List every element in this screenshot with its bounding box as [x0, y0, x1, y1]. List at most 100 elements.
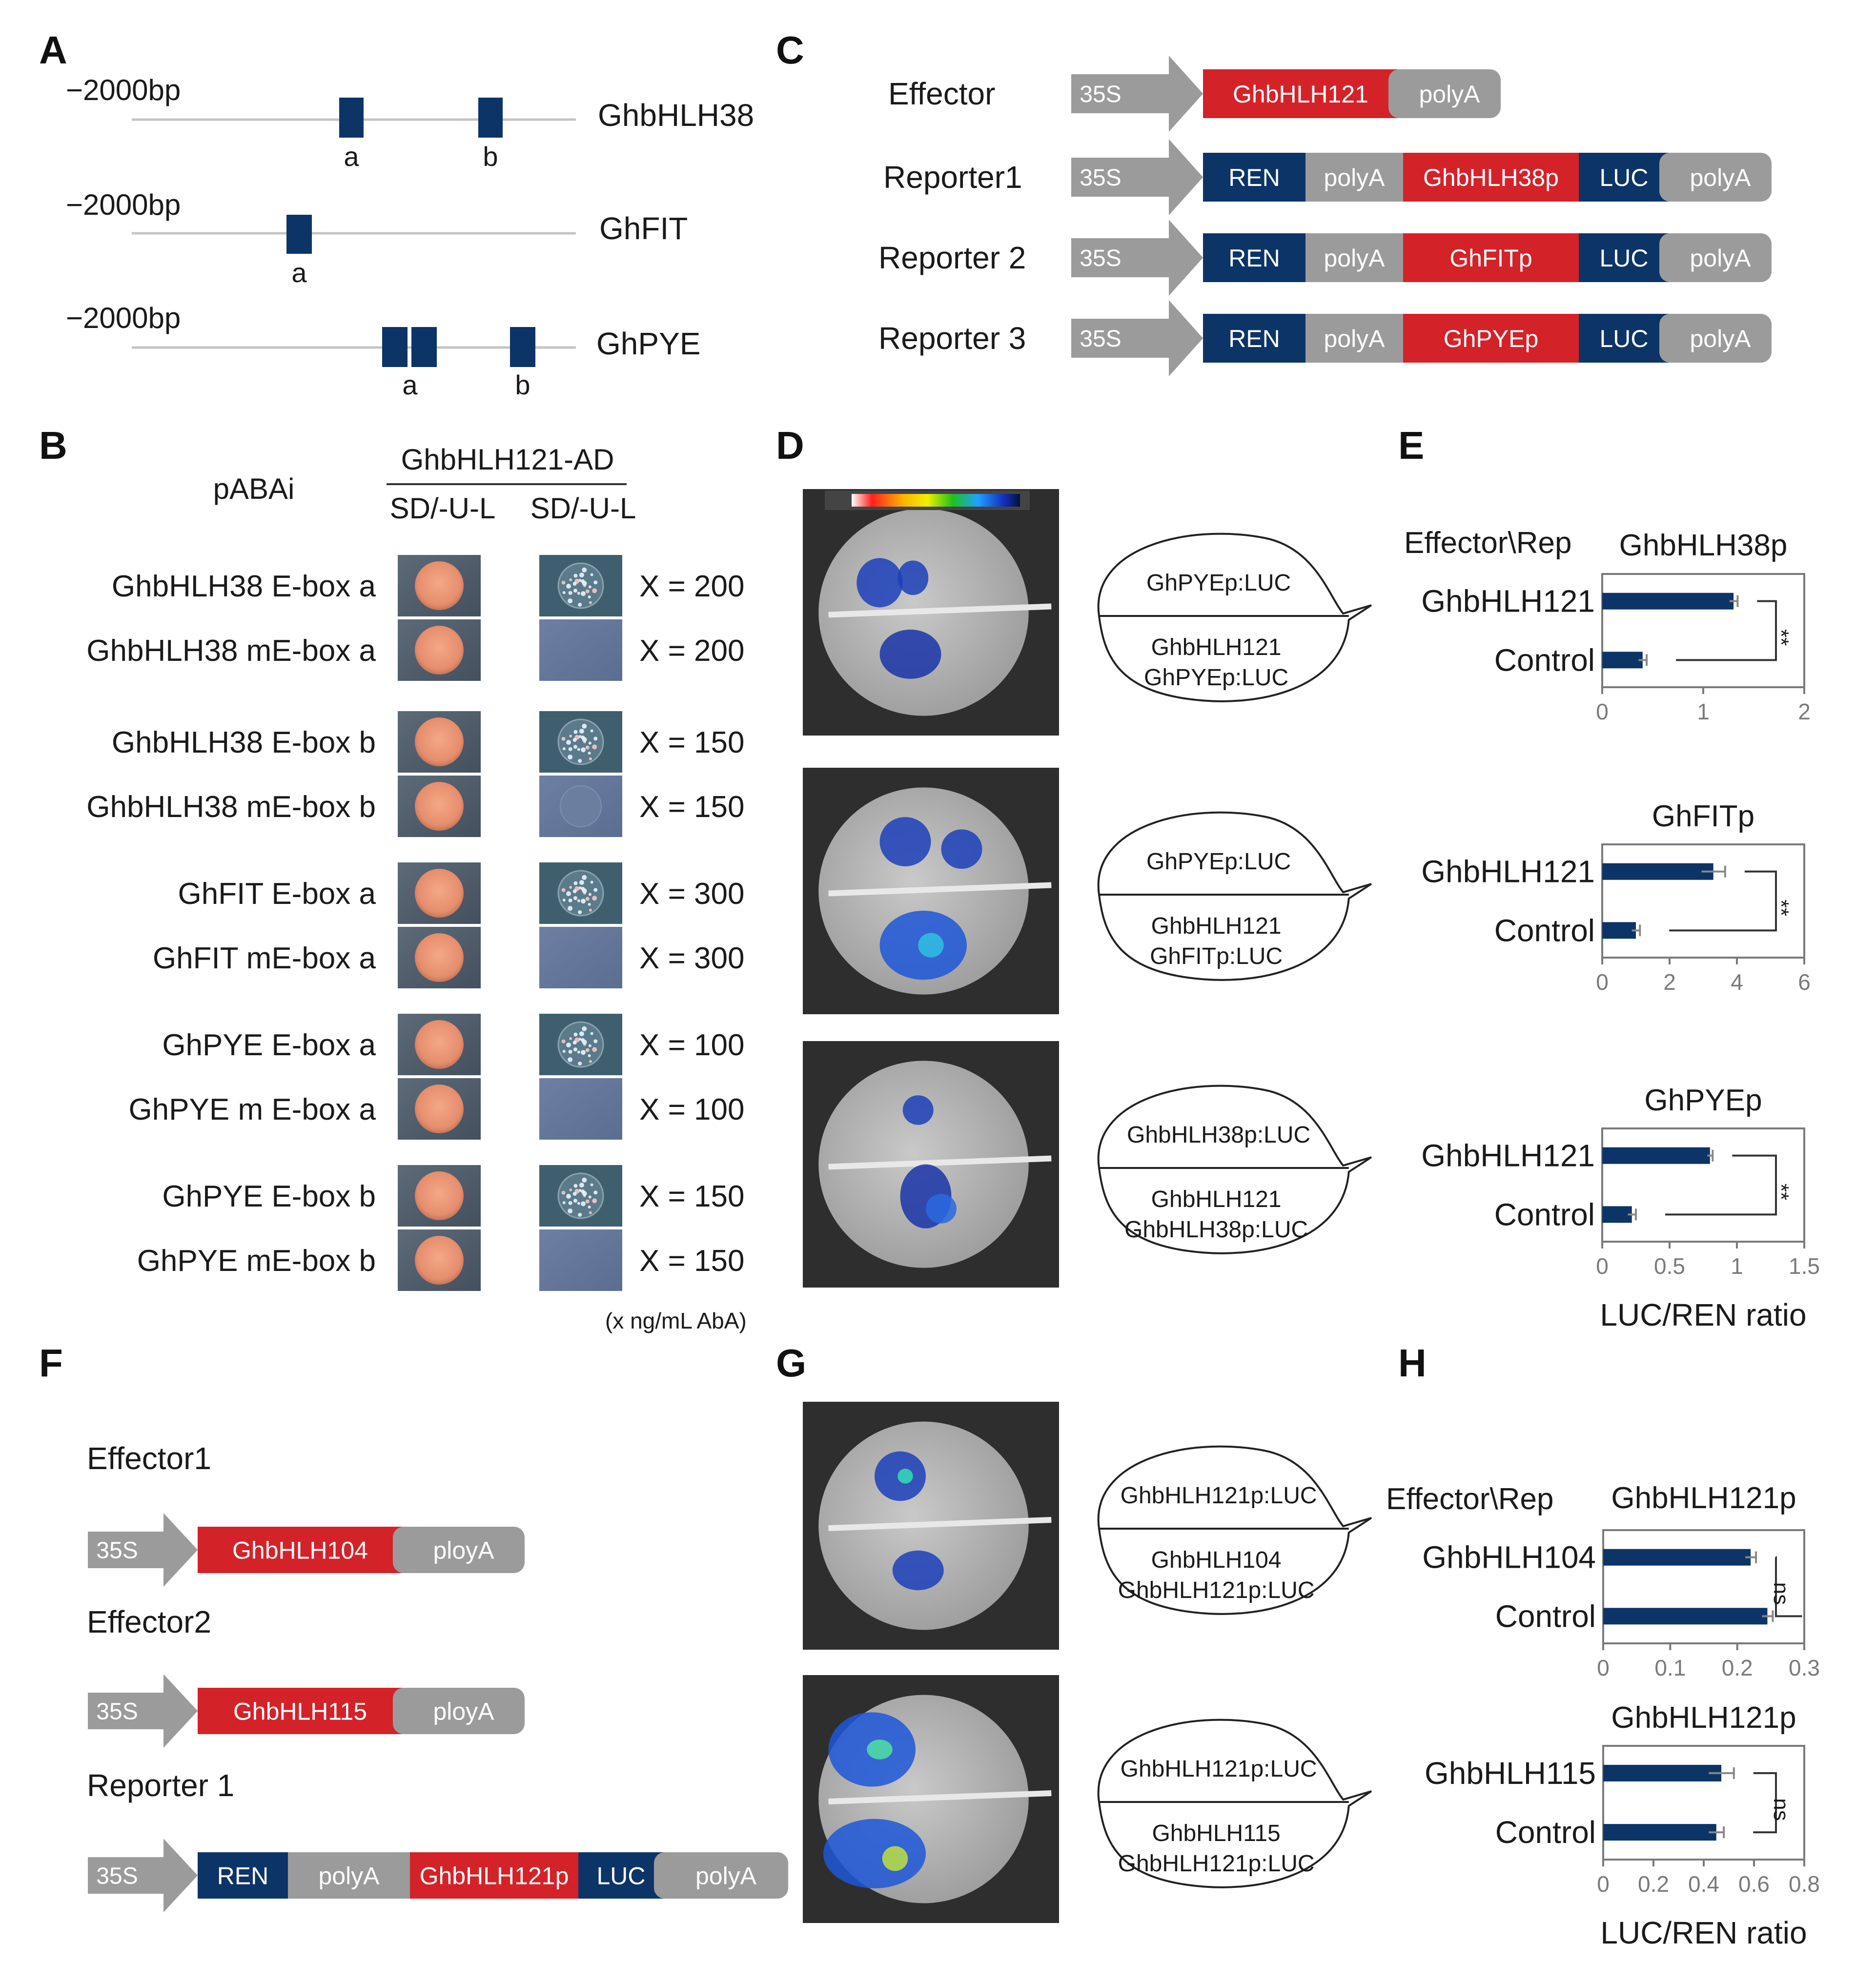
gene-segment: GhbHLH121	[1203, 69, 1398, 118]
column-header-sd1: SD/-U-L	[390, 492, 496, 525]
reporter-segment: LUC	[1579, 314, 1669, 363]
svg-text:REN: REN	[1228, 325, 1280, 352]
reporter-segment: REN	[198, 1852, 288, 1899]
ebox-site-box	[510, 327, 535, 367]
svg-text:GhPYEp: GhPYEp	[1444, 325, 1539, 352]
leaf-luminescence-image	[803, 768, 1059, 1014]
bar	[1602, 593, 1734, 610]
x-tick-label: 0	[1597, 1655, 1610, 1680]
bait-row-label: GhbHLH38 E-box b	[112, 726, 376, 759]
svg-text:polyA: polyA	[1419, 81, 1480, 108]
svg-text:REN: REN	[1228, 245, 1280, 272]
yeast-colony-spot	[415, 626, 464, 675]
aba-concentration-label: X = 300	[639, 942, 744, 975]
significance-bracket	[1676, 600, 1777, 661]
yeast-colony-spot	[415, 782, 464, 831]
site-label: b	[515, 369, 530, 400]
leaf-bottom-label: GhFITp:LUC	[1150, 943, 1283, 969]
leaf-bottom-label: GhbHLH121	[1151, 635, 1282, 660]
bait-row-label: GhPYE E-box a	[162, 1028, 376, 1062]
bar	[1602, 922, 1636, 939]
panel-letter-h: H	[1398, 1341, 1427, 1385]
bait-row-label: GhFIT E-box a	[178, 877, 376, 911]
aba-concentration-label: X = 150	[639, 1244, 744, 1278]
x-axis-label: LUC/REN ratio	[1600, 1915, 1807, 1950]
promoter-35s-arrow: 35S	[1071, 56, 1203, 132]
bar	[1602, 652, 1643, 669]
svg-text:GhbHLH121p: GhbHLH121p	[420, 1863, 569, 1890]
error-bar	[1631, 924, 1641, 937]
yeast-colony-spot	[415, 561, 464, 610]
site-label: a	[344, 141, 359, 172]
panel-letter-g: G	[776, 1341, 806, 1385]
terminator-segment: ployA	[393, 1688, 525, 1734]
construct-label: Reporter 1	[87, 1768, 234, 1803]
promoter-start-label: −2000bp	[66, 302, 181, 334]
x-tick-label: 0.3	[1789, 1655, 1820, 1680]
plot-frame	[1601, 843, 1805, 959]
yeast-colony-spot	[415, 1020, 464, 1069]
aba-plate-image	[539, 1014, 622, 1075]
svg-text:LUC: LUC	[1599, 325, 1648, 352]
aba-plate-image	[539, 1229, 622, 1291]
svg-text:LUC: LUC	[596, 1863, 645, 1890]
error-bar	[1745, 1551, 1757, 1563]
terminator-segment: polyA	[1659, 153, 1772, 202]
error-bar	[1638, 654, 1648, 666]
svg-text:REN: REN	[1228, 164, 1280, 191]
reporter-segment: LUC	[1579, 153, 1669, 202]
terminator-segment: polyA	[1659, 314, 1772, 363]
leaf-top-label: GhPYEp:LUC	[1146, 570, 1291, 596]
svg-text:35S: 35S	[96, 1699, 138, 1725]
panel-g-luc-imaging: GhbHLH121p:LUCGhbHLH104GhbHLH121p:LUCGhb…	[803, 1402, 1372, 1923]
svg-text:REN: REN	[217, 1863, 269, 1890]
leaf-bottom-label: GhbHLH121p:LUC	[1118, 1577, 1315, 1603]
gene-segment: GhFITp	[1403, 233, 1579, 282]
site-label: a	[291, 257, 307, 288]
aba-concentration-label: X = 100	[639, 1028, 744, 1062]
x-tick-label: 0.6	[1738, 1871, 1770, 1897]
error-bar	[1709, 1767, 1735, 1779]
category-label: GhbHLH104	[1422, 1540, 1596, 1575]
svg-text:polyA: polyA	[1324, 164, 1385, 191]
bait-row-label: GhbHLH38 mE-box a	[86, 634, 376, 668]
svg-text:GhFITp: GhFITp	[1449, 245, 1532, 272]
plot-frame	[1602, 1529, 1805, 1644]
leaf-luminescence-image	[803, 489, 1059, 736]
significance-bracket	[1665, 1154, 1777, 1216]
bar	[1603, 1824, 1716, 1841]
terminator-segment: polyA	[288, 1852, 410, 1899]
panel-d-luc-imaging: GhPYEp:LUCGhbHLH121GhPYEp:LUCGhPYEp:LUCG…	[803, 489, 1372, 1288]
construct-label: Reporter 3	[878, 321, 1026, 356]
x-tick-label: 0	[1596, 699, 1609, 724]
aba-concentration-label: X = 150	[639, 790, 744, 824]
panel-a-promoter-maps: −2000bp a b GhbHLH38 −2000bp a GhFIT −20…	[66, 74, 754, 400]
svg-text:polyA: polyA	[318, 1863, 380, 1890]
x-tick-label: 0	[1596, 1253, 1609, 1279]
svg-text:35S: 35S	[1080, 165, 1121, 191]
leaf-luminescence-image	[803, 1675, 1059, 1923]
category-label: Control	[1494, 642, 1595, 677]
chart-title: GhbHLH121p	[1611, 1481, 1796, 1515]
x-tick-label: 6	[1798, 969, 1811, 995]
site-label: b	[483, 141, 498, 172]
aba-plate-image	[539, 1078, 622, 1140]
construct-label: Reporter 2	[878, 240, 1026, 275]
significance-label: **	[1769, 900, 1793, 916]
significance-label: **	[1769, 629, 1793, 646]
leaf-luminescence-image	[803, 1402, 1059, 1650]
bar	[1603, 1549, 1751, 1566]
aba-plate-image	[539, 776, 622, 837]
svg-text:polyA: polyA	[1690, 325, 1751, 352]
effector-rep-header: Effector\Rep	[1386, 1482, 1553, 1516]
terminator-segment: polyA	[1659, 233, 1772, 282]
yeast-colony-spot	[415, 1171, 464, 1220]
gene-segment: GhPYEp	[1403, 314, 1579, 363]
